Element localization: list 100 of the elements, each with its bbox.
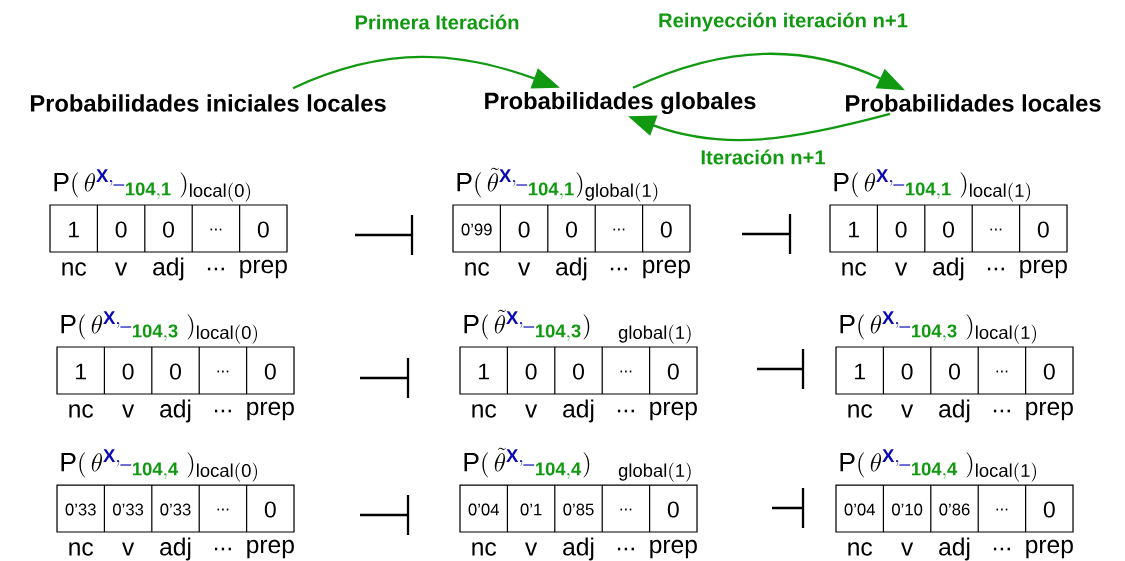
formula: $\mathrm{P}(\,\tilde{\theta}^{\color[HTML]{0A0AB4}\mathbf{X,\_}}_{\color[HTML]{119911}\mathbf{104,3}})\quad_{\mathrm{global(1)}}$ bbox=[464, 309, 691, 344]
category-label: v bbox=[518, 262, 531, 276]
category-label: prep bbox=[650, 401, 697, 421]
probability-table: 0’99 0 0 ... 0 bbox=[452, 204, 691, 253]
category-label: adj bbox=[556, 257, 587, 281]
formula: $\mathrm{P}(\,\tilde{\theta}^{\color[HTML]{0A0AB4}\mathbf{X,\_}}_{\color[HTML]{119911}\mathbf{104,1}})_{\mathrm{global(1)}}$ bbox=[457, 167, 658, 202]
node-label: 1 bbox=[479, 363, 489, 380]
category-label: prep bbox=[650, 539, 697, 559]
category-label: ... bbox=[993, 547, 1010, 551]
category-label: adj bbox=[160, 537, 191, 561]
node-label: 0 bbox=[1043, 501, 1055, 518]
node-label: 0 bbox=[573, 363, 584, 380]
category-label: v bbox=[895, 262, 908, 276]
node-label: ... bbox=[620, 508, 632, 511]
category-label: nc bbox=[472, 404, 497, 418]
node-label: ... bbox=[620, 370, 632, 373]
category-label: ... bbox=[617, 409, 634, 413]
edge-label: Iteración n+1 bbox=[701, 149, 826, 165]
column-heading: Probabilidades locales bbox=[846, 94, 1101, 112]
node-label: 0 bbox=[170, 363, 181, 380]
node-label: 0 bbox=[667, 501, 679, 518]
probability-table: 1 0 0 ... 0 bbox=[829, 204, 1068, 253]
node-label: 0’33 bbox=[112, 503, 144, 516]
formula: $\mathrm{P}(\,\theta^{\color[HTML]{0A0AB4}\mathbf{X,\_}}_{\color[HTML]{119911}\mathbf{104,1}}\;)_{\mathrm{local(1)}}$ bbox=[834, 169, 1030, 202]
node-label: 0 bbox=[257, 221, 269, 238]
category-label: prep bbox=[643, 259, 690, 279]
node-label: 0’99 bbox=[461, 223, 492, 236]
category-label: nc bbox=[69, 542, 94, 556]
category-label: ... bbox=[617, 547, 634, 551]
node-label: 0’04 bbox=[468, 503, 499, 516]
probability-table: 1 0 0 ... 0 bbox=[835, 346, 1074, 395]
category-label: v bbox=[115, 262, 128, 276]
category-label: prep bbox=[240, 259, 287, 279]
probability-table: 0’33 0’33 0’33 ... 0 bbox=[56, 484, 295, 533]
node-label: 0 bbox=[264, 501, 276, 518]
probability-table: 0’04 0’1 0’85 ... 0 bbox=[459, 484, 698, 533]
node-label: 1 bbox=[76, 363, 86, 380]
node-label: 0 bbox=[518, 221, 530, 238]
formula: $\mathrm{P}(\,\theta^{\color[HTML]{0A0AB4}\mathbf{X,\_}}_{\color[HTML]{119911}\mathbf{104,4}}\;)_{\mathrm{local(0)}}$ bbox=[61, 449, 257, 482]
category-label: adj bbox=[933, 257, 964, 281]
column-heading: Probabilidades globales bbox=[485, 91, 756, 115]
category-label: prep bbox=[247, 539, 294, 559]
category-label: nc bbox=[62, 262, 87, 276]
formula: $\mathrm{P}(\,\tilde{\theta}^{\color[HTML]{0A0AB4}\mathbf{X,\_}}_{\color[HTML]{119911}\mathbf{104,4}})\quad_{\mathrm{global(1)}}$ bbox=[464, 447, 691, 482]
category-label: adj bbox=[563, 537, 594, 561]
node-label: 0 bbox=[122, 363, 134, 380]
node-label: ... bbox=[996, 370, 1008, 373]
category-label: nc bbox=[848, 404, 873, 418]
node-label: ... bbox=[217, 508, 229, 511]
category-label: prep bbox=[1026, 539, 1073, 559]
category-label: ... bbox=[610, 267, 627, 271]
node-label: ... bbox=[990, 228, 1002, 231]
node-label: ... bbox=[996, 508, 1008, 511]
category-label: prep bbox=[247, 401, 294, 421]
category-label: adj bbox=[563, 399, 594, 423]
node-label: ... bbox=[217, 370, 229, 373]
node-label: 0 bbox=[943, 221, 954, 238]
formula: $\mathrm{P}(\,\theta^{\color[HTML]{0A0AB4}\mathbf{X,\_}}_{\color[HTML]{119911}\mathbf{104,3}}\;)_{\mathrm{local(1)}}$ bbox=[840, 311, 1036, 344]
node-label: 0’33 bbox=[160, 503, 191, 516]
category-label: ... bbox=[214, 547, 231, 551]
node-label: 0 bbox=[115, 221, 127, 238]
node-label: 0’1 bbox=[520, 503, 542, 516]
node-label: 0 bbox=[895, 221, 907, 238]
node-label: 0’10 bbox=[891, 503, 923, 516]
probability-table: 1 0 0 ... 0 bbox=[49, 204, 288, 253]
category-label: prep bbox=[1026, 401, 1073, 421]
node-label: 0 bbox=[1037, 221, 1049, 238]
category-label: ... bbox=[214, 409, 231, 413]
category-label: ... bbox=[993, 409, 1010, 413]
node-label: ... bbox=[210, 228, 222, 231]
formula: $\mathrm{P}(\,\theta^{\color[HTML]{0A0AB4}\mathbf{X,\_}}_{\color[HTML]{119911}\mathbf{104,3}}\;)_{\mathrm{local(0)}}$ bbox=[61, 311, 257, 344]
category-label: v bbox=[122, 542, 135, 556]
node-label: 0’86 bbox=[939, 503, 970, 516]
category-label: nc bbox=[848, 542, 873, 556]
category-label: adj bbox=[939, 537, 970, 561]
edge-label: Reinyección iteración n+1 bbox=[659, 12, 908, 32]
category-label: v bbox=[122, 404, 135, 418]
category-label: adj bbox=[939, 399, 970, 423]
node-label: 0 bbox=[1043, 363, 1055, 380]
probability-table: 1 0 0 ... 0 bbox=[56, 346, 295, 395]
category-label: nc bbox=[842, 262, 867, 276]
node-label: 1 bbox=[855, 363, 865, 380]
node-label: 1 bbox=[69, 221, 79, 238]
node-label: 0 bbox=[667, 363, 679, 380]
category-label: nc bbox=[69, 404, 94, 418]
category-label: adj bbox=[153, 257, 184, 281]
node-label: 0’04 bbox=[844, 503, 875, 516]
node-label: 0’85 bbox=[563, 503, 594, 516]
probability-table: 0’04 0’10 0’86 ... 0 bbox=[835, 484, 1074, 533]
node-label: 0 bbox=[264, 363, 276, 380]
category-label: v bbox=[901, 542, 914, 556]
category-label: prep bbox=[1020, 259, 1067, 279]
node-label: 0 bbox=[660, 221, 672, 238]
formula: $\mathrm{P}(\,\theta^{\color[HTML]{0A0AB4}\mathbf{X,\_}}_{\color[HTML]{119911}\mathbf{104,1}}\;)_{\mathrm{local(0)}}$ bbox=[54, 169, 250, 202]
formula: $\mathrm{P}(\,\theta^{\color[HTML]{0A0AB4}\mathbf{X,\_}}_{\color[HTML]{119911}\mathbf{104,4}}\;)_{\mathrm{local(1)}}$ bbox=[840, 449, 1036, 482]
node-label: 0 bbox=[949, 363, 960, 380]
category-label: ... bbox=[207, 267, 224, 271]
node-label: 0 bbox=[163, 221, 174, 238]
node-label: 0 bbox=[901, 363, 913, 380]
column-heading: Probabilidades iniciales locales bbox=[30, 94, 386, 112]
